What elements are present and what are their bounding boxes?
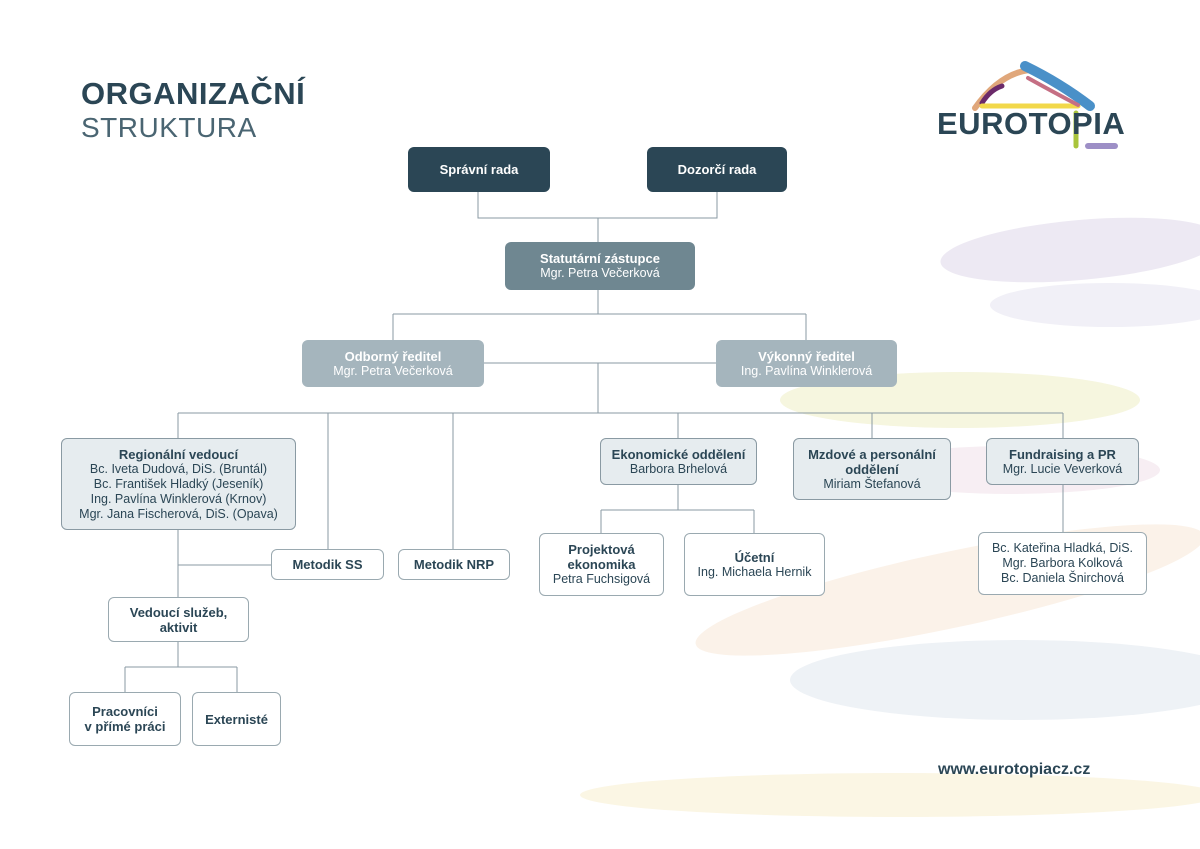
node-title: Projektová xyxy=(568,542,635,557)
node-pracovnici: Pracovníci v přímé práci xyxy=(69,692,181,746)
node-name: Mgr. Petra Večerková xyxy=(540,266,660,280)
node-dozorci-rada: Dozorčí rada xyxy=(647,147,787,192)
node-name: Mgr. Petra Večerková xyxy=(333,363,453,378)
node-title: Externisté xyxy=(205,711,268,727)
logo-roof-icon xyxy=(972,61,1118,149)
node-spravni-rada: Správní rada xyxy=(408,147,550,192)
node-title: oddělení xyxy=(845,461,899,477)
node-title: Dozorčí rada xyxy=(677,162,757,177)
node-title: Metodik NRP xyxy=(413,557,495,572)
node-name: Ing. Pavlína Winklerová (Krnov) xyxy=(90,491,267,506)
node-name: Miriam Štefanová xyxy=(823,476,921,491)
node-title: Mzdové a personální xyxy=(808,446,936,462)
node-title: ekonomika xyxy=(567,557,636,572)
node-metodik-nrp: Metodik NRP xyxy=(398,549,510,580)
logo-text: EUROTOPIA xyxy=(937,106,1126,141)
node-name: Ing. Michaela Hernik xyxy=(697,564,812,579)
page-title: ORGANIZAČNÍ xyxy=(81,76,306,111)
node-vykonny-reditel: Výkonný ředitel Ing. Pavlína Winklerová xyxy=(716,340,897,387)
node-title: v přímé práci xyxy=(84,719,166,734)
node-name: Bc. František Hladký (Jeseník) xyxy=(93,476,264,491)
node-name: Petra Fuchsigová xyxy=(552,572,651,586)
node-title: Metodik SS xyxy=(292,557,363,572)
node-title: Regionální vedoucí xyxy=(118,446,239,462)
node-title: Vedoucí služeb, xyxy=(129,604,228,620)
node-name: Barbora Brhelová xyxy=(629,461,728,476)
page-subtitle: STRUKTURA xyxy=(81,112,257,143)
node-pr-team: Bc. Kateřina Hladká, DiS. Mgr. Barbora K… xyxy=(978,532,1147,595)
node-title: Odborný ředitel xyxy=(344,348,442,364)
node-name: Bc. Iveta Dudová, DiS. (Bruntál) xyxy=(89,461,268,476)
node-statutarni-zastupce: Statutární zástupce Mgr. Petra Večerková xyxy=(505,242,695,290)
node-metodik-ss: Metodik SS xyxy=(271,549,384,580)
node-title: Správní rada xyxy=(439,162,519,177)
node-title: Pracovníci xyxy=(92,704,158,719)
node-mzdove-oddeleni: Mzdové a personální oddělení Miriam Štef… xyxy=(793,438,951,500)
node-title: Fundraising a PR xyxy=(1009,446,1116,462)
node-vedouci-sluzeb: Vedoucí služeb, aktivit xyxy=(108,597,249,642)
node-ucetni: Účetní Ing. Michaela Hernik xyxy=(684,533,825,596)
website-link[interactable]: www.eurotopiacz.cz xyxy=(938,761,1091,778)
node-name: Bc. Daniela Šnirchová xyxy=(1001,571,1124,585)
node-externiste: Externisté xyxy=(192,692,281,746)
node-projektova-ekonomika: Projektová ekonomika Petra Fuchsigová xyxy=(539,533,664,596)
node-title: aktivit xyxy=(159,619,198,635)
node-title: Účetní xyxy=(734,549,775,565)
node-name: Ing. Pavlína Winklerová xyxy=(740,363,873,378)
node-name: Mgr. Jana Fischerová, DiS. (Opava) xyxy=(79,506,278,521)
node-regionalni-vedouci: Regionální vedoucí Bc. Iveta Dudová, DiS… xyxy=(61,438,296,530)
node-title: Výkonný ředitel xyxy=(758,348,855,364)
node-name: Mgr. Barbora Kolková xyxy=(1002,556,1123,570)
node-title: Ekonomické oddělení xyxy=(611,446,746,462)
node-name: Bc. Kateřina Hladká, DiS. xyxy=(991,541,1134,555)
node-name: Mgr. Lucie Veverková xyxy=(1002,461,1123,476)
node-fundraising-pr: Fundraising a PR Mgr. Lucie Veverková xyxy=(986,438,1139,485)
node-odborny-reditel: Odborný ředitel Mgr. Petra Večerková xyxy=(302,340,484,387)
node-title: Statutární zástupce xyxy=(540,251,660,266)
node-ekonomicke-oddeleni: Ekonomické oddělení Barbora Brhelová xyxy=(600,438,757,485)
